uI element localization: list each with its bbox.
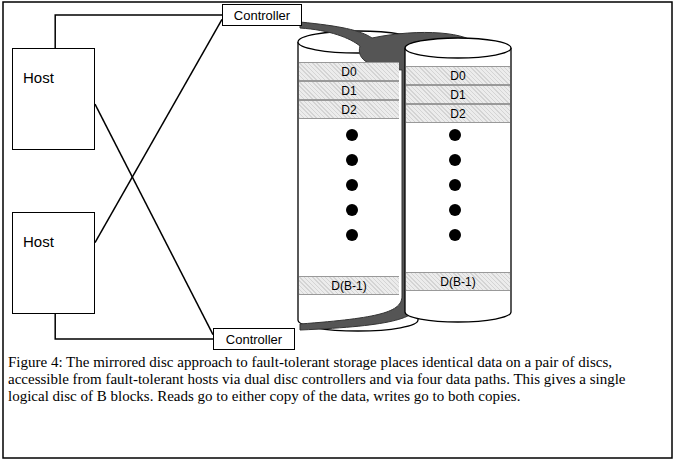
node-label: Host [23, 233, 54, 250]
data-block-band: D0 [406, 66, 510, 85]
data-path-line [95, 19, 222, 242]
data-block-band: D1 [406, 85, 510, 104]
data-path-line [55, 314, 213, 339]
data-block-band: D(B-1) [406, 272, 510, 291]
right-disc [405, 38, 511, 322]
node-label: D(B-1) [331, 279, 366, 293]
figure-caption: Figure 4: The mirrored disc approach to … [8, 354, 668, 405]
node-label: Controller [226, 332, 282, 347]
figure-frame [3, 2, 672, 458]
data-block-band: D0 [299, 62, 399, 81]
node-label: D1 [341, 84, 356, 98]
left-disc [298, 31, 418, 331]
node-label: D0 [341, 65, 356, 79]
host-box: Host [12, 48, 95, 150]
node-label: D1 [450, 88, 465, 102]
data-block-band: D2 [406, 104, 510, 123]
node-label: Controller [234, 8, 290, 23]
node-label: D2 [450, 107, 465, 121]
data-block-band: D2 [299, 100, 399, 119]
controller-box: Controller [222, 4, 302, 26]
node-label: Host [23, 69, 54, 86]
ellipsis-dots [346, 129, 461, 241]
data-block-band: D1 [299, 81, 399, 100]
node-label: D(B-1) [440, 275, 475, 289]
host-box: Host [12, 212, 95, 314]
controller-box: Controller [213, 328, 295, 350]
node-label: D0 [450, 69, 465, 83]
data-block-band: D(B-1) [299, 276, 399, 295]
node-label: D2 [341, 103, 356, 117]
data-path-line [55, 15, 222, 48]
